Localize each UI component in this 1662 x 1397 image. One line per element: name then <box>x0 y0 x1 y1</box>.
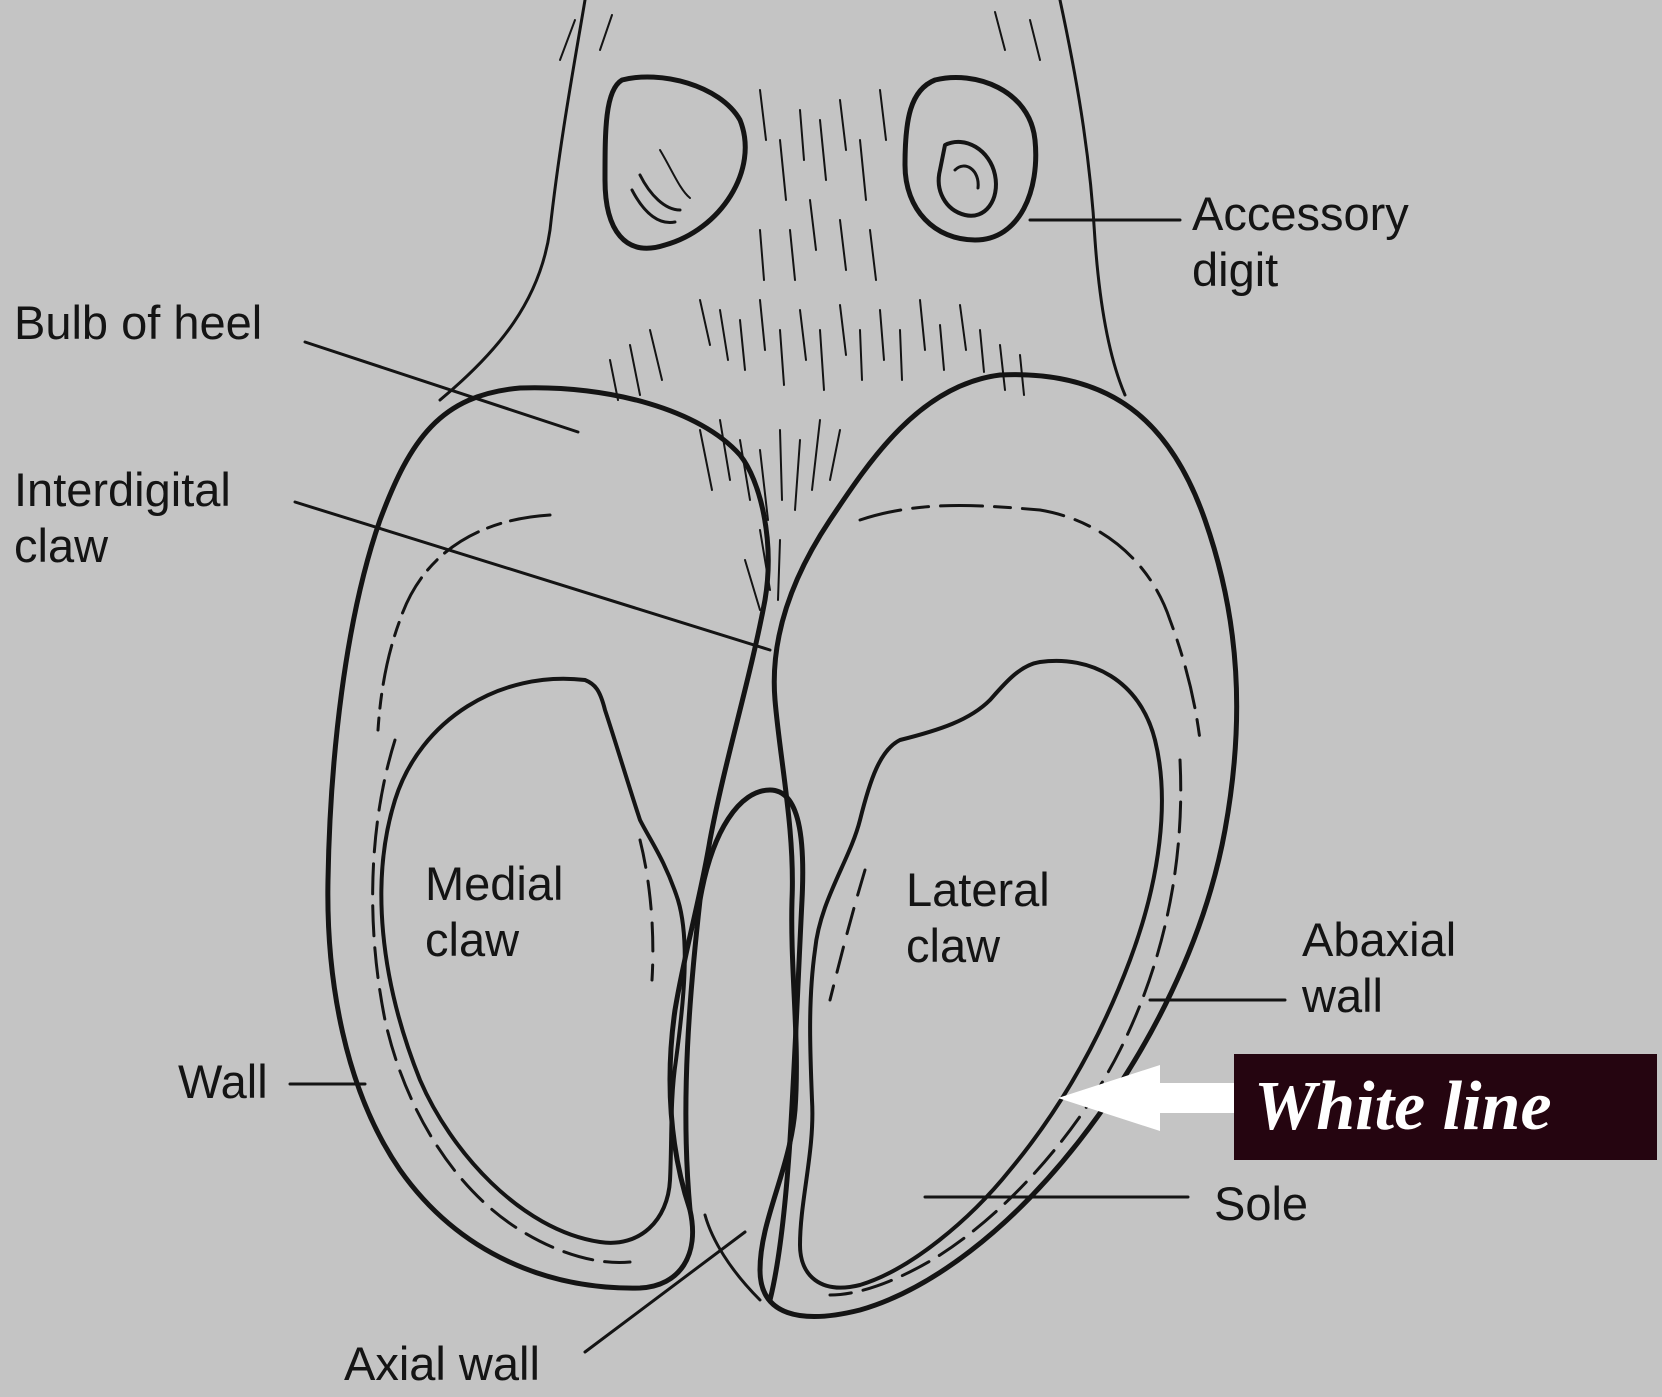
label-interdigital-claw: Interdigital claw <box>14 462 231 574</box>
medial-claw-outline <box>328 388 768 1288</box>
label-medial-claw-line1: Medial <box>425 856 563 912</box>
label-bulb-of-heel: Bulb of heel <box>14 295 262 351</box>
label-interdigital-claw-line2: claw <box>14 518 231 574</box>
label-lateral-claw-line1: Lateral <box>906 862 1050 918</box>
accessory-digit-left <box>605 77 745 248</box>
hair-strokes <box>560 12 1040 610</box>
white-line-arrow <box>1058 1065 1245 1131</box>
label-lateral-claw-line2: claw <box>906 918 1050 974</box>
label-abaxial-wall: Abaxial wall <box>1302 912 1456 1024</box>
label-abaxial-wall-line1: Abaxial <box>1302 912 1456 968</box>
leader-interdigital-claw <box>295 502 770 650</box>
label-medial-claw-line2: claw <box>425 912 563 968</box>
white-line-callout-text: White line <box>1254 1068 1552 1146</box>
pastern-outline <box>440 0 1125 400</box>
label-medial-claw: Medial claw <box>425 856 563 968</box>
label-abaxial-wall-line2: wall <box>1302 968 1456 1024</box>
label-lateral-claw: Lateral claw <box>906 862 1050 974</box>
label-accessory-digit: Accessory digit <box>1192 186 1409 298</box>
label-accessory-digit-line1: Accessory <box>1192 186 1409 242</box>
lateral-claw-outline <box>760 375 1237 1317</box>
label-wall: Wall <box>178 1054 268 1110</box>
label-axial-wall: Axial wall <box>344 1336 540 1392</box>
leader-axial-wall <box>585 1232 745 1352</box>
accessory-digit-right <box>905 78 1036 241</box>
label-sole: Sole <box>1214 1176 1308 1232</box>
label-interdigital-claw-line1: Interdigital <box>14 462 231 518</box>
label-accessory-digit-line2: digit <box>1192 242 1409 298</box>
white-line-callout: White line <box>1234 1054 1657 1160</box>
